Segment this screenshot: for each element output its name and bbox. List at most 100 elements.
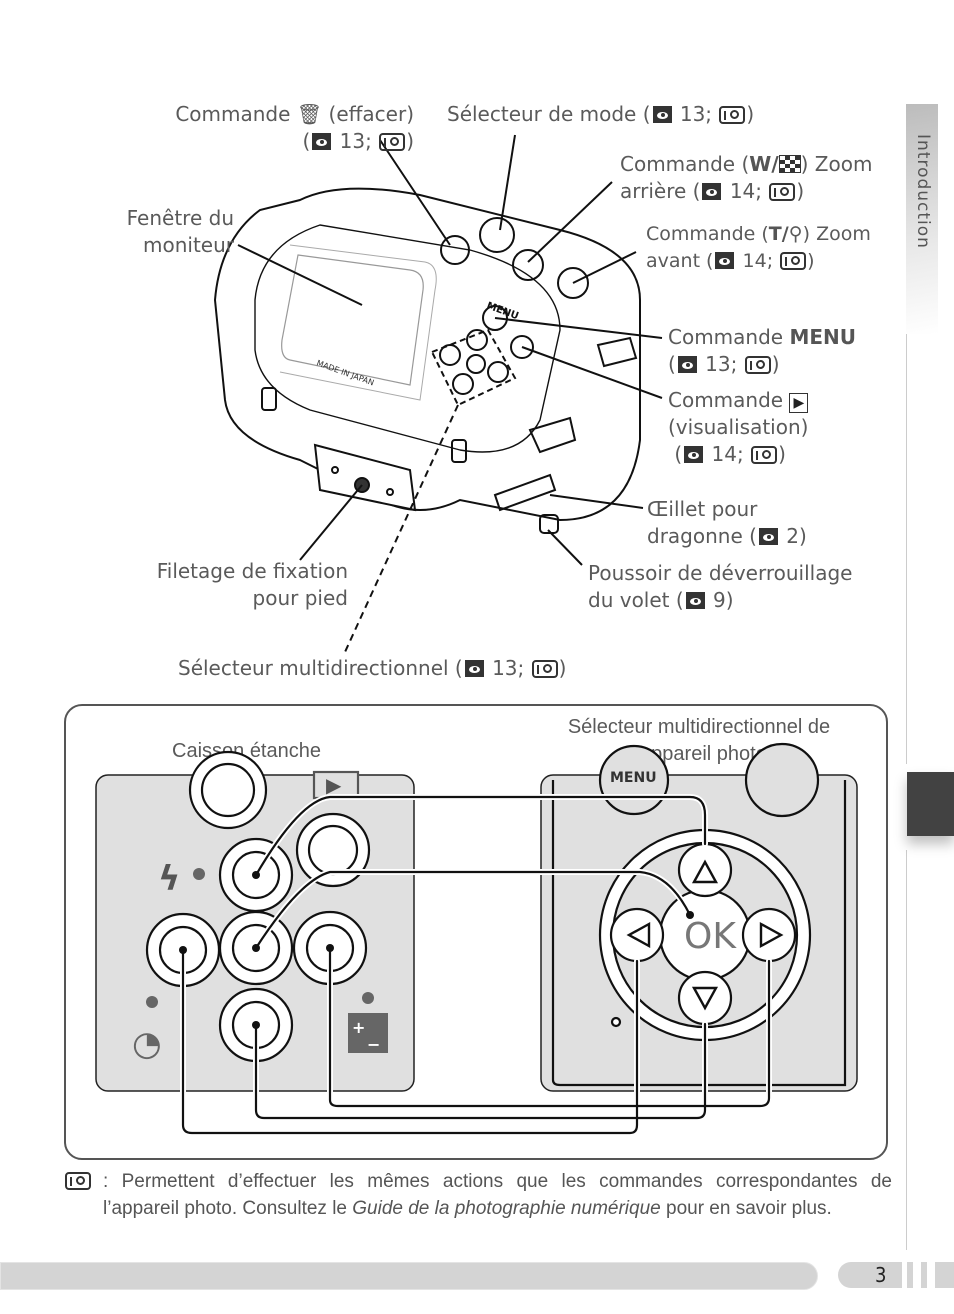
callout-text: pour pied [252,586,348,610]
callout-text: Œillet pour [647,497,758,521]
callout-text: ) [778,442,786,466]
callout-text: Commande ( [646,223,769,245]
callout-text: ) Zoom [802,223,871,245]
callout-text: ( [668,352,676,376]
inset-right-title: Sélecteur multidirectionnel de l’apparei… [540,714,858,768]
footer-bar [0,1262,818,1290]
page-ref: 14; [711,442,744,466]
callout-text: ( [302,129,311,153]
section-marker-tab[interactable] [907,772,954,836]
callout-text: ) [807,250,815,272]
callout-text: Fenêtre du [126,206,234,230]
callout-text: ) [746,102,755,126]
page-ref: 13; [339,129,372,153]
reference-eye-icon [715,252,735,269]
footer-stripe [907,1262,913,1288]
page-ref: 13; [679,102,713,126]
connector-down [254,1022,707,1120]
arrow-left-icon [626,921,651,949]
callout-text: ) [796,179,805,203]
connector-right [328,946,771,1108]
callout-latch: Poussoir de déverrouillage du volet ( 9) [588,560,852,614]
footnote-text: Permettent d’effectuer les mêmes actions… [103,1171,892,1219]
callout-text: moniteur [143,233,234,257]
menu-button-graphic [482,305,508,331]
callout-text: Sélecteur de mode ( [447,102,651,126]
page-ref: 13; [705,352,738,376]
inset-right-title-line: l’appareil photo [631,743,767,765]
callout-text: Sélecteur multidirectionnel ( [178,656,463,680]
reference-eye-icon [677,356,697,373]
callout-text: ) Zoom [800,152,873,176]
camera-button-up [677,842,733,898]
callout-strap-eyelet: Œillet pour dragonne ( 2) [647,496,807,550]
reference-eye-icon [702,183,722,200]
tripod-plate [313,443,417,512]
footnote-prefix: : [103,1171,109,1192]
play-icon: ▶ [326,773,342,797]
comparison-inset-box [64,704,888,1160]
trash-icon: 🗑 [296,102,323,126]
arrow-down-icon [691,986,719,1011]
flash-icon: ϟ [158,859,180,899]
callout-text: Commande [668,325,790,349]
reference-eye-icon [685,592,705,609]
housing-button-flash [295,812,371,888]
thumbnail-icon [778,155,801,173]
camera-ref-icon [769,183,796,201]
multi-selector-highlight [430,328,517,407]
reference-eye-icon [652,106,672,123]
callout-mode-dial: Sélecteur de mode ( 13; ) [447,101,754,128]
page-number: 3 [875,1263,887,1287]
footer-stripe [935,1262,954,1288]
svg-text:+: + [352,1018,365,1037]
section-tab-label: Introduction [913,134,933,249]
play-icon: ▶ [789,393,809,413]
callout-text: (effacer) [328,102,414,126]
camera-button-left [609,907,665,963]
callout-text: avant ( [646,250,714,272]
callout-text: arrière ( [620,179,701,203]
page-ref: 2) [786,524,807,548]
margin-rule [906,334,907,764]
section-tab-introduction[interactable]: Introduction [906,104,938,334]
callout-playback-button: Commande ▶ (visualisation) ( 14; ) [668,387,808,468]
inset-right-title-line: Sélecteur multidirectionnel de [567,716,831,738]
callout-tripod-socket: Filetage de fixation pour pied [120,558,348,612]
callout-text: (visualisation) [668,415,809,439]
page-ref: 13; [492,656,525,680]
callout-multi-selector: Sélecteur multidirectionnel ( 13; ) [178,655,566,682]
footnote: : Permettent d’effectuer les mêmes actio… [64,1168,892,1222]
callout-text: ) [406,129,414,153]
reference-eye-icon [312,133,332,150]
page-number-pill [838,1262,902,1288]
camera-ref-icon [65,1172,91,1190]
callout-delete-button: Commande 🗑 (effacer) ( 13; ) [160,101,414,155]
self-timer-icon: ◔ [132,1024,162,1064]
reference-eye-icon [464,660,484,677]
callout-text: du volet ( [588,588,684,612]
callout-text: Commande [175,102,291,126]
margin-rule [906,850,907,1250]
callout-menu-button: Commande MENU ( 13; ) [668,324,856,378]
monitor-window [281,254,424,386]
camera-button-right [741,907,797,963]
zoom-w-mark: W/ [749,152,779,176]
zoom-t-mark: T/ [768,223,789,245]
camera-ref-icon [751,446,778,464]
callout-text: ) [771,352,780,376]
camera-ref-icon [719,106,746,124]
connector-left [181,948,639,1135]
arrow-up-icon [691,859,719,884]
page-ref: 14; [742,250,774,272]
exposure-comp-icon [348,1013,388,1053]
camera-ref-icon [531,660,558,678]
connector-ok [254,870,692,950]
zoom-in-button-graphic [557,267,589,299]
callout-text: Filetage de fixation [156,559,348,583]
callout-text: dragonne ( [647,524,757,548]
menu-mark: MENU [789,325,857,349]
delete-button-graphic [440,235,470,265]
play-button-graphic [510,335,534,359]
footnote-text: pour en savoir plus. [660,1198,832,1219]
